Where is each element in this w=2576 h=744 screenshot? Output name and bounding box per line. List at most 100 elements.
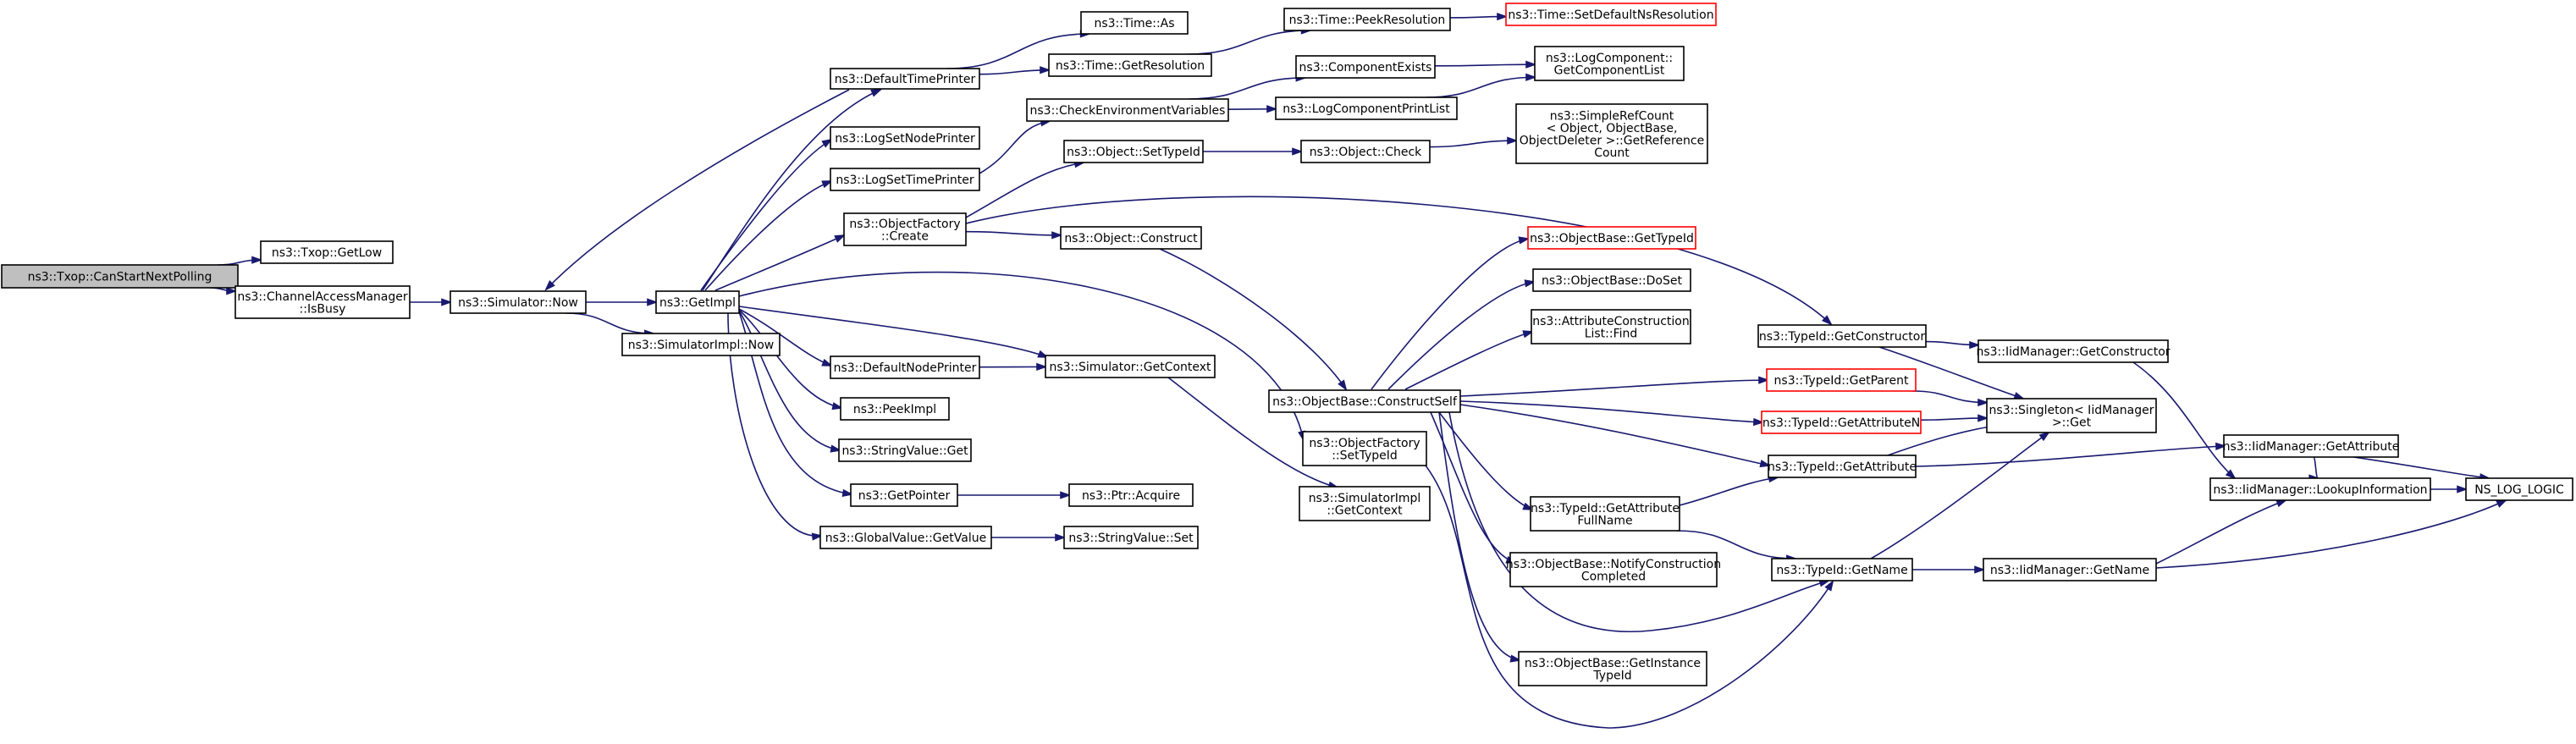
node-getpointer[interactable]: ns3::GetPointer xyxy=(850,483,958,507)
node-label: ns3::SimpleRefCount xyxy=(1550,109,1674,123)
node-simimpl-now[interactable]: ns3::SimulatorImpl::Now xyxy=(621,333,781,356)
node-label: ns3::Ptr::Acquire xyxy=(1082,489,1180,503)
node-peekimpl[interactable]: ns3::PeekImpl xyxy=(840,397,950,421)
edge-getimpl-to-stringvalue_get xyxy=(738,310,842,453)
edge-getimpl-to-logsetnode xyxy=(700,138,834,291)
node-box xyxy=(1080,11,1189,35)
node-box xyxy=(1983,558,2157,581)
node-simplerefcount[interactable]: ns3::SimpleRefCount< Object, ObjectBase,… xyxy=(1515,103,1708,164)
node-label: ns3::Time::GetResolution xyxy=(1056,59,1205,73)
node-label: ns3::Time::As xyxy=(1094,17,1174,30)
node-logsetnode[interactable]: ns3::LogSetNodePrinter xyxy=(830,126,980,150)
node-iid-lookup[interactable]: ns3::IidManager::LookupInformation xyxy=(2209,477,2431,501)
node-time-getres[interactable]: ns3::Time::GetResolution xyxy=(1048,53,1212,77)
node-compexists[interactable]: ns3::ComponentExists xyxy=(1295,55,1436,79)
node-checkenv[interactable]: ns3::CheckEnvironmentVariables xyxy=(1026,98,1229,122)
node-stringvalue-set[interactable]: ns3::StringValue::Set xyxy=(1063,526,1199,549)
node-txop-getlow[interactable]: ns3::Txop::GetLow xyxy=(260,240,394,264)
node-objbase-notify[interactable]: ns3::ObjectBase::NotifyConstructionCompl… xyxy=(1506,552,1721,587)
node-iid-getattr[interactable]: ns3::IidManager::GetAttribute xyxy=(2223,434,2400,458)
node-box xyxy=(1275,96,1458,120)
node-logcompprintlist[interactable]: ns3::LogComponentPrintList xyxy=(1275,96,1458,120)
edge-obj_settypeid-to-obj_check xyxy=(1203,147,1304,156)
node-logsettime[interactable]: ns3::LogSetTimePrinter xyxy=(830,168,980,191)
edge-getimpl-to-objfactory_settypeid xyxy=(738,271,1306,443)
node-obj-check[interactable]: ns3::Object::Check xyxy=(1300,140,1431,163)
node-obj-settypeid[interactable]: ns3::Object::SetTypeId xyxy=(1063,140,1204,163)
node-cam-isbusy[interactable]: ns3::ChannelAccessManager::IsBusy xyxy=(234,285,411,319)
node-label: ns3::GetImpl xyxy=(659,296,736,310)
edge-obj_check-to-simplerefcount xyxy=(1429,136,1519,148)
node-objbase-gettypeid[interactable]: ns3::ObjectBase::GetTypeId xyxy=(1527,226,1696,250)
node-box xyxy=(1060,226,1202,250)
node-label: ::SetTypeId xyxy=(1332,449,1398,462)
node-label: ns3::ComponentExists xyxy=(1299,61,1432,74)
node-box xyxy=(1268,389,1461,413)
node-box xyxy=(1063,140,1204,163)
node-sim-getcontext[interactable]: ns3::Simulator::GetContext xyxy=(1045,355,1216,378)
node-box xyxy=(1530,496,1680,532)
node-ns-log-logic[interactable]: NS_LOG_LOGIC xyxy=(2465,477,2573,501)
node-simimpl-getcontext[interactable]: ns3::SimulatorImpl::GetContext xyxy=(1299,486,1431,521)
node-label: ns3::TypeId::GetName xyxy=(1776,564,1907,577)
node-typeid-getattr[interactable]: ns3::TypeId::GetAttribute xyxy=(1768,455,1917,478)
node-typeid-getattrn[interactable]: ns3::TypeId::GetAttributeN xyxy=(1761,411,1922,434)
node-singleton-get[interactable]: ns3::Singleton< IidManager >::Get xyxy=(1986,398,2157,433)
node-box xyxy=(830,68,980,90)
node-defnodeprinter[interactable]: ns3::DefaultNodePrinter xyxy=(830,355,980,379)
node-globalvalue-getvalue[interactable]: ns3::GlobalValue::GetValue xyxy=(819,526,992,549)
node-box xyxy=(1531,309,1691,344)
node-box xyxy=(1768,455,1917,478)
node-time-setdefault[interactable]: ns3::Time::SetDefaultNsResolution xyxy=(1505,3,1717,26)
node-box xyxy=(1048,53,1212,77)
node-iid-getconstructor[interactable]: ns3::IidManager::GetConstructor xyxy=(1976,339,2171,363)
node-objfactory-settypeid[interactable]: ns3::ObjectFactory::SetTypeId xyxy=(1302,431,1427,466)
node-box xyxy=(2465,477,2573,501)
node-label: GetComponentList xyxy=(1554,63,1665,77)
node-time-as[interactable]: ns3::Time::As xyxy=(1080,11,1189,35)
node-label: ns3::AttributeConstruction xyxy=(1532,315,1689,328)
edge-typeid_getname-to-singleton_get xyxy=(1870,431,2050,559)
node-label: ::IsBusy xyxy=(300,302,346,316)
edge-checkenv-to-logcompprintlist xyxy=(1227,105,1278,113)
node-sim-now[interactable]: ns3::Simulator::Now xyxy=(450,290,587,314)
node-box xyxy=(1509,552,1718,587)
node-typeid-getname[interactable]: ns3::TypeId::GetName xyxy=(1771,558,1913,581)
edge-objbase_constructself-to-objbase_gettypeid xyxy=(1371,236,1531,390)
node-typeid-getconstructor[interactable]: ns3::TypeId::GetConstructor xyxy=(1757,324,1927,348)
node-label: ns3::Singleton< IidManager xyxy=(1989,404,2154,417)
node-box xyxy=(838,438,972,462)
node-box xyxy=(1761,411,1922,434)
node-iid-getname[interactable]: ns3::IidManager::GetName xyxy=(1983,558,2157,581)
node-ptr-acquire[interactable]: ns3::Ptr::Acquire xyxy=(1068,483,1194,507)
edge-globalvalue_getvalue-to-stringvalue_set xyxy=(991,533,1067,542)
node-box xyxy=(840,397,950,421)
node-getimpl[interactable]: ns3::GetImpl xyxy=(655,290,740,314)
node-objbase-doset[interactable]: ns3::ObjectBase::DoSet xyxy=(1532,268,1691,292)
node-logcomp-getlist[interactable]: ns3::LogComponent::GetComponentList xyxy=(1534,46,1685,81)
edge-objbase_constructself-to-objbase_doset xyxy=(1387,279,1536,390)
node-deftimeprinter[interactable]: ns3::DefaultTimePrinter xyxy=(830,68,980,90)
edge-defnodeprinter-to-sim_getcontext xyxy=(979,362,1048,372)
node-box xyxy=(1766,368,1917,392)
node-time-peekres[interactable]: ns3::Time::PeekResolution xyxy=(1283,8,1451,31)
edge-typeid_getattrn-to-singleton_get xyxy=(1920,414,1989,422)
node-objbase-constructself[interactable]: ns3::ObjectBase::ConstructSelf xyxy=(1268,389,1461,413)
node-typeid-getparent[interactable]: ns3::TypeId::GetParent xyxy=(1766,368,1917,392)
node-label: ns3::GetPointer xyxy=(858,489,951,503)
node-objfactory-create[interactable]: ns3::ObjectFactory::Create xyxy=(843,212,967,246)
node-obj-construct[interactable]: ns3::Object::Construct xyxy=(1060,226,1202,250)
node-label: ObjectDeleter >::GetReference xyxy=(1520,134,1704,147)
node-label: ns3::IidManager::LookupInformation xyxy=(2213,483,2427,497)
edge-objfactory_create-to-obj_construct xyxy=(965,230,1063,240)
node-box xyxy=(1,264,239,289)
node-box xyxy=(1757,324,1927,348)
node-box xyxy=(1986,398,2157,433)
node-root[interactable]: ns3::Txop::CanStartNextPolling xyxy=(1,264,239,289)
edge-time_getres-to-time_peekres xyxy=(1187,26,1313,55)
node-stringvalue-get[interactable]: ns3::StringValue::Get xyxy=(838,438,972,462)
